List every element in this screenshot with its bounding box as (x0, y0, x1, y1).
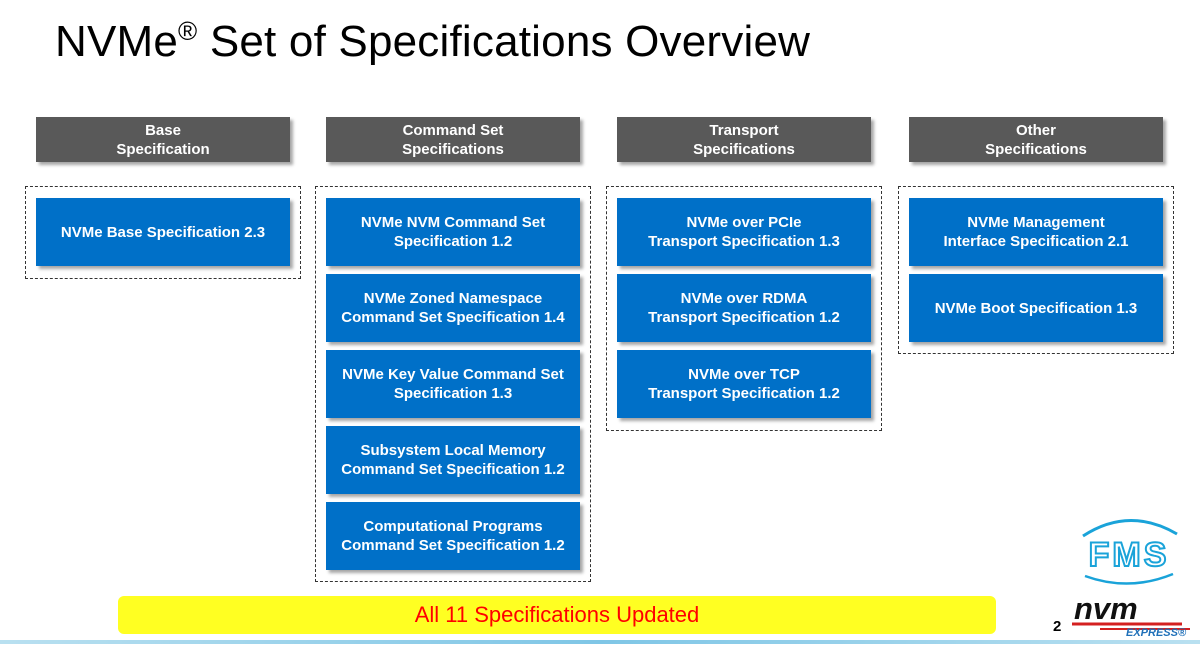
spec-over-pcie: NVMe over PCIe Transport Specification 1… (617, 198, 871, 266)
spec-label: Transport Specification 1.2 (648, 309, 840, 326)
spec-label: Interface Specification 2.1 (943, 233, 1129, 250)
header-other-line2: Specifications (985, 140, 1087, 158)
footer-line (0, 640, 1200, 644)
title-rest: Set of Specifications Overview (197, 17, 811, 66)
spec-computational-programs: Computational Programs Command Set Speci… (326, 502, 580, 570)
spec-management-interface: NVMe Management Interface Specification … (909, 198, 1163, 266)
spec-label: NVMe Management (967, 214, 1105, 231)
header-base-line1: Base (145, 121, 181, 139)
spec-label: Command Set Specification 1.4 (341, 309, 565, 326)
group-base (25, 186, 301, 279)
group-transport (606, 186, 882, 431)
spec-over-rdma: NVMe over RDMA Transport Specification 1… (617, 274, 871, 342)
header-command-set-line2: Specifications (402, 140, 504, 158)
group-command-set (315, 186, 591, 582)
page-title: NVMe® Set of Specifications Overview (55, 16, 810, 67)
spec-label: Transport Specification 1.3 (648, 233, 840, 250)
nvm-express-logo: nvm EXPRESS® (1072, 593, 1190, 639)
spec-label: Subsystem Local Memory (360, 442, 546, 459)
nvm-logo-text: nvm (1074, 593, 1138, 626)
spec-label: NVMe over RDMA (680, 290, 808, 307)
spec-label: NVMe Key Value Command Set (342, 366, 564, 383)
spec-subsystem-local-memory: Subsystem Local Memory Command Set Speci… (326, 426, 580, 494)
spec-over-tcp: NVMe over TCP Transport Specification 1.… (617, 350, 871, 418)
spec-label: NVMe NVM Command Set (360, 214, 546, 231)
spec-zoned-namespace: NVMe Zoned Namespace Command Set Specifi… (326, 274, 580, 342)
page-number: 2 (1053, 618, 1062, 635)
spec-label: NVMe over TCP (688, 366, 800, 383)
header-base: Base Specification (36, 117, 290, 162)
spec-label: Specification 1.3 (393, 385, 513, 402)
header-command-set-line1: Command Set (402, 121, 504, 139)
header-transport-line1: Transport (709, 121, 779, 139)
spec-label: NVMe Zoned Namespace (363, 290, 543, 307)
registered-mark: ® (178, 16, 198, 46)
spec-label: NVMe over PCIe (686, 214, 802, 231)
fms-logo-text: FMS (1089, 536, 1170, 574)
express-logo-text: EXPRESS® (1126, 627, 1187, 639)
title-main: NVMe (55, 17, 179, 66)
spec-label: Command Set Specification 1.2 (341, 461, 565, 478)
updated-banner: All 11 Specifications Updated (118, 596, 996, 634)
spec-boot: NVMe Boot Specification 1.3 (909, 274, 1163, 342)
spec-key-value: NVMe Key Value Command Set Specification… (326, 350, 580, 418)
header-transport-line2: Specifications (693, 140, 795, 158)
spec-nvme-base: NVMe Base Specification 2.3 (36, 198, 290, 266)
banner-text: All 11 Specifications Updated (414, 602, 700, 627)
header-transport: Transport Specifications (617, 117, 871, 162)
header-other: Other Specifications (909, 117, 1163, 162)
spec-nvm-command-set: NVMe NVM Command Set Specification 1.2 (326, 198, 580, 266)
spec-label: NVMe Base Specification 2.3 (60, 223, 266, 241)
spec-label: NVMe Boot Specification 1.3 (934, 299, 1138, 317)
header-command-set: Command Set Specifications (326, 117, 580, 162)
group-other (898, 186, 1174, 354)
spec-label: Specification 1.2 (393, 233, 513, 250)
header-base-line2: Specification (116, 140, 210, 158)
header-other-line1: Other (1015, 121, 1056, 139)
fms-logo: FMS (1082, 519, 1178, 585)
spec-label: Command Set Specification 1.2 (341, 537, 565, 554)
spec-label: Transport Specification 1.2 (648, 385, 840, 402)
spec-label: Computational Programs (363, 518, 543, 535)
